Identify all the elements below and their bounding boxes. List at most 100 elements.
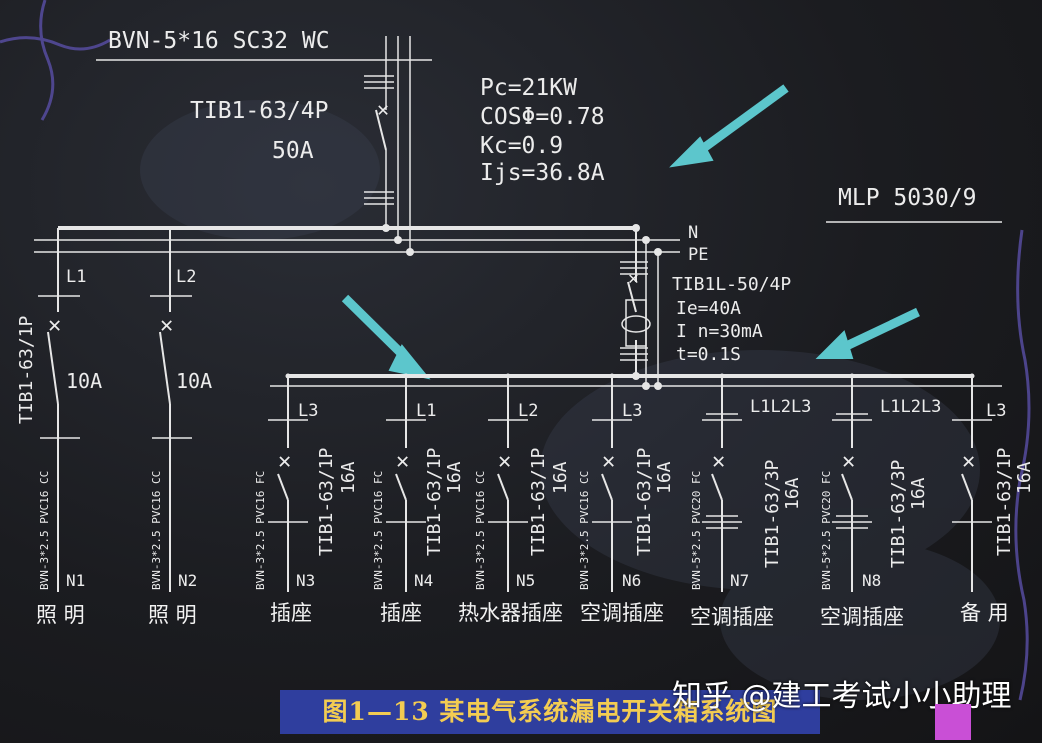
n3-breaker: TIB1-63/1P xyxy=(316,447,337,556)
main-breaker-rating: 50A xyxy=(272,138,314,164)
n4-use: 插座 xyxy=(380,601,422,625)
decorative-border xyxy=(0,0,1031,701)
circuit-8-wire xyxy=(841,473,853,501)
n8-rating: 16A xyxy=(908,477,929,510)
n6-breaker: TIB1-63/1P xyxy=(634,447,655,556)
n8-id: N8 xyxy=(862,571,881,590)
breaker-4-x-icon: ✕ xyxy=(396,449,409,474)
n1-phase: L1 xyxy=(66,267,86,287)
n4-rating: 16A xyxy=(444,461,465,494)
rcd-branch xyxy=(620,228,659,386)
n7-id: N7 xyxy=(730,571,749,590)
n3-id: N3 xyxy=(296,571,315,590)
n5-phase: L2 xyxy=(518,401,538,421)
rcd-x-icon: ✕ xyxy=(628,268,639,289)
n1-breaker: TIB1-63/1P xyxy=(16,315,37,424)
rcd-in: I n=30mA xyxy=(676,321,763,342)
n8-cable: BVN-5*2.5 PVC20 FC xyxy=(820,471,833,590)
n7-cable: BVN-5*2.5 PVC20 FC xyxy=(690,471,703,590)
corner-marker xyxy=(935,704,971,740)
breaker-n1-x-icon: ✕ xyxy=(48,313,61,338)
n8-use: 空调插座 xyxy=(820,605,904,629)
sub-bus-junction xyxy=(719,373,725,379)
sub-bus-junction xyxy=(969,373,975,379)
main-breaker-x-icon: ✕ xyxy=(377,97,389,121)
figure-caption: 图1—13 某电气系统漏电开关箱系统图 xyxy=(280,690,820,734)
circuit-5-wire xyxy=(497,473,509,501)
n1-id: N1 xyxy=(66,571,85,590)
sub-bus xyxy=(270,374,1002,387)
n5-breaker: TIB1-63/1P xyxy=(528,447,549,556)
bus-pe-label: PE xyxy=(688,245,708,265)
n7-phase: L1L2L3 xyxy=(750,397,811,417)
n1-use: 照 明 xyxy=(36,603,85,627)
circuit-6-wire xyxy=(601,473,613,501)
cos-value: COSΦ=0.78 xyxy=(480,104,605,130)
rcd-circuits: ✕ ✕ ✕ ✕ ✕ ✕ ✕ xyxy=(268,373,992,592)
spare-rating: 16A xyxy=(1014,461,1035,494)
bus-n-label: N xyxy=(688,223,698,243)
breaker-8-x-icon: ✕ xyxy=(842,449,855,474)
sub-bus-junction xyxy=(505,373,511,379)
box-id: MLP 5030/9 xyxy=(838,185,976,211)
breaker-9-x-icon: ✕ xyxy=(962,449,975,474)
rcd-ie: Ie=40A xyxy=(676,298,741,319)
incoming-cable-label: BVN-5*16 SC32 WC xyxy=(108,28,330,54)
breaker-5-x-icon: ✕ xyxy=(498,449,511,474)
n1-rating: 10A xyxy=(66,369,102,393)
incoming-feeder xyxy=(364,36,411,252)
n1-cable: BVN-3*2.5 PVC16 CC xyxy=(38,471,51,590)
sub-bus-junction xyxy=(403,373,409,379)
kc-value: Kc=0.9 xyxy=(480,133,563,159)
n5-id: N5 xyxy=(516,571,535,590)
pc-value: Pc=21KW xyxy=(480,75,577,101)
sub-bus-junction xyxy=(609,373,615,379)
background-cloud xyxy=(140,100,1000,700)
n6-rating: 16A xyxy=(654,461,675,494)
n2-rating: 10A xyxy=(176,369,212,393)
n3-phase: L3 xyxy=(298,401,318,421)
n4-phase: L1 xyxy=(416,401,436,421)
n4-cable: BVN-3*2.5 PVC16 FC xyxy=(372,471,385,590)
n5-cable: BVN-3*2.5 PVC16 CC xyxy=(474,471,487,590)
n2-use: 照 明 xyxy=(148,603,197,627)
left-circuit-lines xyxy=(38,228,192,592)
n6-cable: BVN-3*2.5 PVC16 CC xyxy=(578,471,591,590)
sub-bus-junction xyxy=(849,373,855,379)
n6-use: 空调插座 xyxy=(580,601,664,625)
n5-use: 热水器插座 xyxy=(458,601,563,625)
breaker-n2-x-icon: ✕ xyxy=(160,313,173,338)
n2-phase: L2 xyxy=(176,267,196,287)
breaker-7-x-icon: ✕ xyxy=(712,449,725,474)
circuit-7-wire xyxy=(711,473,723,501)
n7-breaker: TIB1-63/3P xyxy=(762,459,783,568)
n4-breaker: TIB1-63/1P xyxy=(424,447,445,556)
rcd-circuit-labels: L3 L1 L2 L3 L1L2L3 L1L2L3 L3 TIB1-63/1P … xyxy=(254,397,1035,629)
spare-breaker: TIB1-63/1P xyxy=(994,447,1015,556)
n6-id: N6 xyxy=(622,571,641,590)
sub-bus-junction xyxy=(285,373,291,379)
n3-cable: BVN-3*2.5 PVC16 FC xyxy=(254,471,267,590)
spare-use: 备 用 xyxy=(960,601,1009,625)
n5-rating: 16A xyxy=(550,461,571,494)
callout-arrows xyxy=(341,84,920,380)
n7-use: 空调插座 xyxy=(690,605,774,629)
n3-use: 插座 xyxy=(270,601,312,625)
circuit-3-wire xyxy=(277,473,289,501)
n2-id: N2 xyxy=(178,571,197,590)
spare-phase: L3 xyxy=(986,401,1006,421)
circuit-9-wire xyxy=(961,473,973,501)
rcd-model: TIB1L-50/4P xyxy=(672,274,791,295)
n6-phase: L3 xyxy=(622,401,642,421)
circuit-4-wire xyxy=(395,473,407,501)
n8-phase: L1L2L3 xyxy=(880,397,941,417)
breaker-6-x-icon: ✕ xyxy=(602,449,615,474)
rcd-t: t=0.1S xyxy=(676,344,741,365)
breaker-3-x-icon: ✕ xyxy=(278,449,291,474)
n8-breaker: TIB1-63/3P xyxy=(888,459,909,568)
n7-rating: 16A xyxy=(782,477,803,510)
ijs-value: Ijs=36.8A xyxy=(480,160,605,186)
n4-id: N4 xyxy=(414,571,433,590)
